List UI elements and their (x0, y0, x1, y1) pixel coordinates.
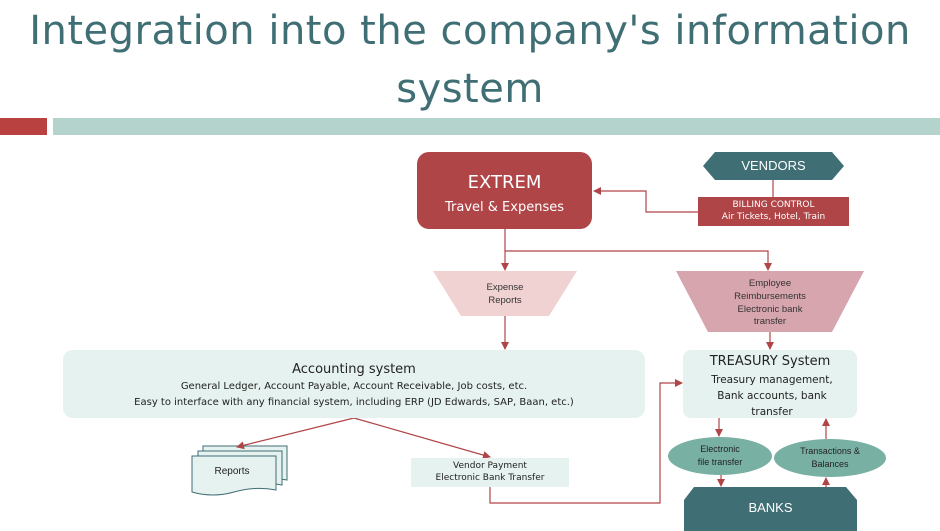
vendor-payment-title: Vendor Payment (453, 461, 527, 471)
transactions-balances-shape (774, 439, 886, 477)
treasury-system-line3: transfer (751, 406, 793, 418)
treasury-system-line2: Bank accounts, bank (717, 390, 827, 402)
reimbursements-line2: Reimbursements (734, 291, 806, 302)
extrem-subtitle: Travel & Expenses (445, 200, 564, 215)
treasury-system-box: TREASURY System Treasury management, Ban… (683, 350, 857, 418)
title-accent-bar-red (0, 118, 47, 135)
reports-label: Reports (214, 466, 250, 477)
vendors-shape (703, 152, 844, 180)
electronic-file-transfer-shape (668, 437, 772, 475)
transactions-line2: Balances (811, 459, 849, 469)
extrem-box: EXTREM Travel & Expenses (417, 152, 592, 229)
vendor-payment-box: Vendor Payment Electronic Bank Transfer (411, 458, 569, 487)
treasury-system-details: Treasury management, Bank accounts, bank… (697, 372, 847, 420)
vendor-payment-detail: Electronic Bank Transfer (435, 473, 545, 483)
reimbursements-line4: transfer (753, 316, 787, 327)
expense-reports-line2: Reports (488, 295, 522, 306)
billing-control-detail: Air Tickets, Hotel, Train (721, 212, 826, 222)
expense-reports-shape (433, 271, 577, 316)
accounting-system-line1: General Ledger, Account Payable, Account… (180, 381, 528, 392)
treasury-system-line1: Treasury management, (711, 374, 833, 386)
arrow-billing-to-extrem (593, 187, 698, 213)
reimbursements-line3: Electronic bank (737, 304, 803, 315)
banks-label: BANKS (748, 500, 793, 515)
expense-reports-line1: Expense (486, 282, 524, 293)
accounting-system-box: Accounting system General Ledger, Accoun… (63, 350, 645, 418)
arrow-vendor-payment-to-treasury (489, 379, 683, 504)
arrow-accounting-to-reports (236, 417, 355, 450)
vendors-label: VENDORS (741, 158, 806, 173)
reimbursements-line1: Employee (748, 278, 792, 289)
title-accent-bar-teal (53, 118, 940, 135)
file-transfer-line1: Electronic (700, 444, 740, 454)
extrem-title: EXTREM (467, 172, 542, 193)
accounting-system-title: Accounting system (292, 362, 416, 377)
billing-control-box: BILLING CONTROL Air Tickets, Hotel, Trai… (698, 197, 849, 226)
file-transfer-line2: file transfer (697, 457, 743, 467)
billing-control-title: BILLING CONTROL (732, 200, 815, 210)
treasury-system-title: TREASURY System (709, 354, 831, 369)
arrow-extrem-to-reimbursements (505, 250, 772, 271)
reports-document-stack (191, 445, 288, 496)
banks-shape (684, 487, 857, 531)
transactions-line1: Transactions & (800, 446, 860, 456)
slide-title: Integration into the company's informati… (29, 8, 911, 112)
arrow-accounting-to-vendor-payment (353, 417, 491, 459)
accounting-system-line2: Easy to interface with any financial sys… (134, 397, 574, 408)
employee-reimbursements-shape (676, 271, 864, 332)
